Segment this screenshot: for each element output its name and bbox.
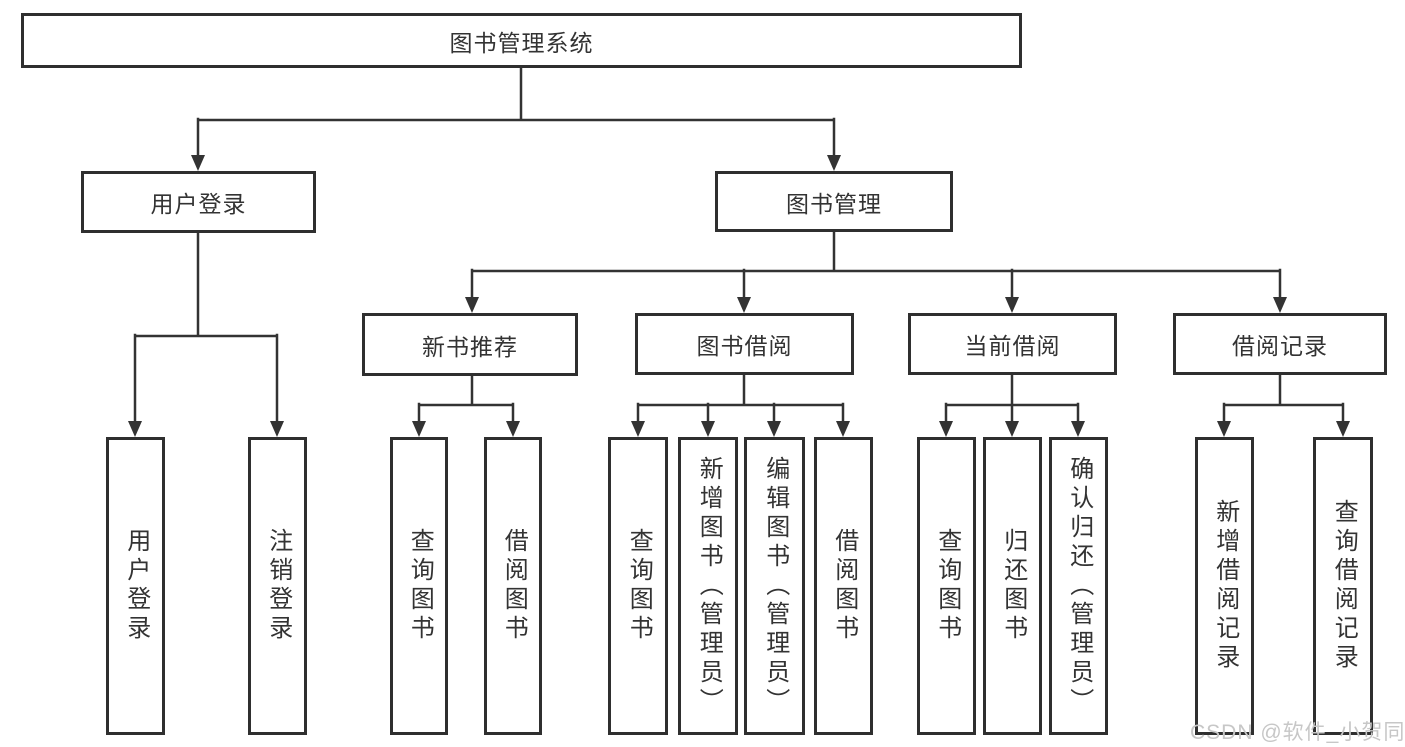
connector-records-to-leaves bbox=[1217, 373, 1350, 437]
connector-newbook-to-leaves bbox=[412, 374, 520, 437]
node-user-login: 用户登录 bbox=[81, 171, 316, 233]
leaf-borrow-book-1-label: 借阅图书 bbox=[500, 528, 528, 644]
leaf-edit-book-admin-label: 编辑图书（管理员） bbox=[761, 455, 789, 717]
leaf-confirm-return-admin: 确认归还（管理员） bbox=[1049, 437, 1108, 735]
leaf-logout: 注销登录 bbox=[248, 437, 307, 735]
node-root-label: 图书管理系统 bbox=[449, 29, 594, 56]
leaf-query-book-1-label: 查询图书 bbox=[406, 528, 434, 644]
arrowhead bbox=[737, 297, 751, 313]
leaf-user-login-label: 用户登录 bbox=[122, 528, 150, 644]
leaf-user-login: 用户登录 bbox=[106, 437, 165, 735]
arrowhead bbox=[191, 155, 205, 171]
node-borrow-records-label: 借阅记录 bbox=[1232, 333, 1328, 359]
arrowhead bbox=[939, 421, 953, 437]
node-book-borrow-label: 图书借阅 bbox=[696, 333, 793, 359]
arrowhead bbox=[1273, 297, 1287, 313]
node-book-borrow: 图书借阅 bbox=[635, 313, 854, 375]
leaf-add-borrow-record-label: 新增借阅记录 bbox=[1211, 499, 1239, 673]
arrowhead bbox=[1005, 421, 1019, 437]
node-borrow-records: 借阅记录 bbox=[1173, 313, 1387, 375]
watermark-text: CSDN @软件_小贺同学 bbox=[1190, 721, 1405, 744]
leaf-logout-label: 注销登录 bbox=[264, 528, 292, 644]
node-root: 图书管理系统 bbox=[21, 13, 1022, 68]
arrowhead bbox=[631, 421, 645, 437]
arrowhead bbox=[1336, 421, 1350, 437]
connector-current-to-leaves bbox=[939, 373, 1085, 437]
node-current-borrow: 当前借阅 bbox=[908, 313, 1117, 375]
arrowhead bbox=[836, 421, 850, 437]
arrowhead bbox=[767, 421, 781, 437]
leaf-add-book-admin-label: 新增图书（管理员） bbox=[695, 455, 723, 717]
connector-borrow-to-leaves bbox=[631, 373, 850, 437]
arrowhead bbox=[1217, 421, 1231, 437]
node-new-book-recommend: 新书推荐 bbox=[362, 313, 578, 376]
leaf-query-borrow-record-label: 查询借阅记录 bbox=[1330, 499, 1358, 673]
leaf-query-borrow-record: 查询借阅记录 bbox=[1313, 437, 1373, 735]
leaf-edit-book-admin: 编辑图书（管理员） bbox=[744, 437, 805, 735]
node-book-management-label: 图书管理 bbox=[786, 190, 882, 217]
arrowhead bbox=[701, 421, 715, 437]
leaf-query-book-3: 查询图书 bbox=[917, 437, 976, 735]
arrowhead bbox=[465, 297, 479, 313]
leaf-return-book-label: 归还图书 bbox=[999, 528, 1027, 644]
node-new-book-recommend-label: 新书推荐 bbox=[422, 333, 518, 360]
arrowhead bbox=[506, 421, 520, 437]
leaf-borrow-book-2-label: 借阅图书 bbox=[830, 528, 858, 644]
arrowhead bbox=[1005, 297, 1019, 313]
leaf-query-book-1: 查询图书 bbox=[390, 437, 448, 735]
leaf-query-book-3-label: 查询图书 bbox=[933, 528, 961, 644]
arrowhead bbox=[412, 421, 426, 437]
connector-root-to-level2 bbox=[191, 66, 841, 171]
leaf-query-book-2-label: 查询图书 bbox=[625, 528, 653, 644]
arrowhead bbox=[1071, 421, 1085, 437]
leaf-confirm-return-admin-label: 确认归还（管理员） bbox=[1065, 455, 1093, 717]
leaf-return-book: 归还图书 bbox=[983, 437, 1042, 735]
leaf-add-book-admin: 新增图书（管理员） bbox=[678, 437, 738, 735]
leaf-add-borrow-record: 新增借阅记录 bbox=[1195, 437, 1254, 735]
leaf-query-book-2: 查询图书 bbox=[608, 437, 668, 735]
node-book-management: 图书管理 bbox=[715, 171, 953, 232]
arrowhead bbox=[270, 421, 284, 437]
arrowhead bbox=[128, 421, 142, 437]
leaf-borrow-book-1: 借阅图书 bbox=[484, 437, 542, 735]
node-current-borrow-label: 当前借阅 bbox=[964, 333, 1061, 359]
connector-bookmgmt-to-level3 bbox=[465, 230, 1287, 313]
leaf-borrow-book-2: 借阅图书 bbox=[814, 437, 873, 735]
connector-userlogin-to-leaves bbox=[128, 231, 284, 437]
node-user-login-label: 用户登录 bbox=[150, 191, 247, 217]
arrowhead bbox=[827, 155, 841, 171]
